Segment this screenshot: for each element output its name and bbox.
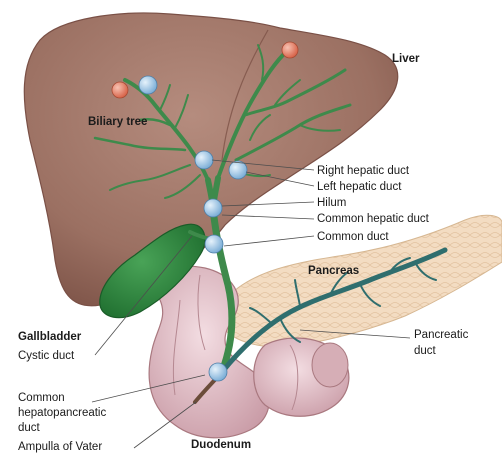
marker-blue-hilum — [204, 199, 222, 217]
label-duodenum: Duodenum — [191, 439, 251, 451]
marker-blue-left — [139, 76, 157, 94]
label-common-hp-duct-line1: Common — [18, 392, 65, 404]
label-cystic-duct: Cystic duct — [18, 350, 75, 362]
marker-blue-left-hepatic — [229, 161, 247, 179]
label-left-hepatic-duct: Left hepatic duct — [317, 181, 402, 193]
label-pancreatic-duct-line1: Pancreatic — [414, 329, 469, 341]
marker-red-left — [112, 82, 128, 98]
label-gallbladder: Gallbladder — [18, 331, 82, 343]
label-liver: Liver — [392, 53, 420, 65]
label-pancreatic-duct-line2: duct — [414, 345, 437, 357]
marker-blue-common-duct — [205, 235, 223, 253]
marker-blue-right-hepatic — [195, 151, 213, 169]
label-common-hp-duct-line2: hepatopancreatic — [18, 407, 106, 419]
marker-red-right — [282, 42, 298, 58]
label-common-hp-duct-line3: duct — [18, 422, 41, 434]
label-ampulla-of-vater: Ampulla of Vater — [18, 441, 102, 453]
label-hilum: Hilum — [317, 197, 346, 209]
marker-blue-ampulla — [209, 363, 227, 381]
label-biliary-tree: Biliary tree — [88, 116, 147, 128]
label-common-hepatic-duct: Common hepatic duct — [317, 213, 430, 225]
label-common-duct: Common duct — [317, 231, 389, 243]
label-right-hepatic-duct: Right hepatic duct — [317, 165, 410, 177]
label-pancreas: Pancreas — [308, 265, 359, 277]
